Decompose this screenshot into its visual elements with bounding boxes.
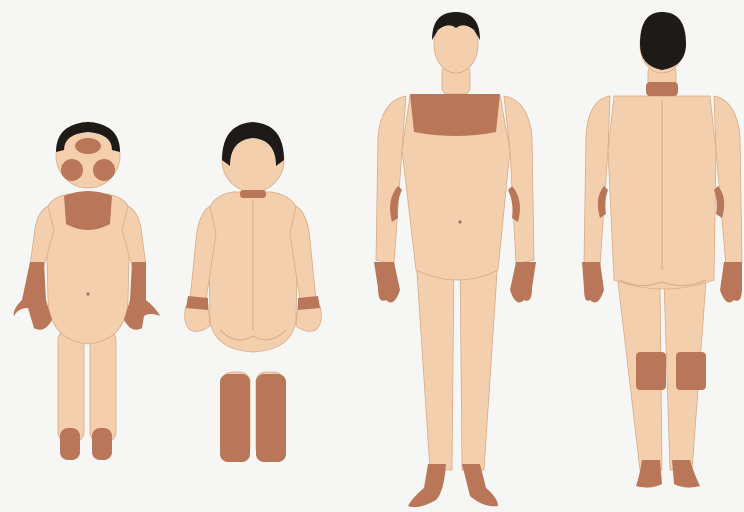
adult-back-hair — [640, 12, 686, 70]
adult-back-figure — [582, 12, 742, 488]
child-front-navel — [86, 292, 89, 295]
child-front-figure — [14, 122, 160, 460]
child-front-skin — [30, 122, 146, 458]
adult-front-navel — [458, 220, 461, 223]
adult-front-skin — [376, 17, 534, 470]
child-back-figure — [185, 122, 322, 462]
adult-front-figure — [374, 12, 536, 507]
